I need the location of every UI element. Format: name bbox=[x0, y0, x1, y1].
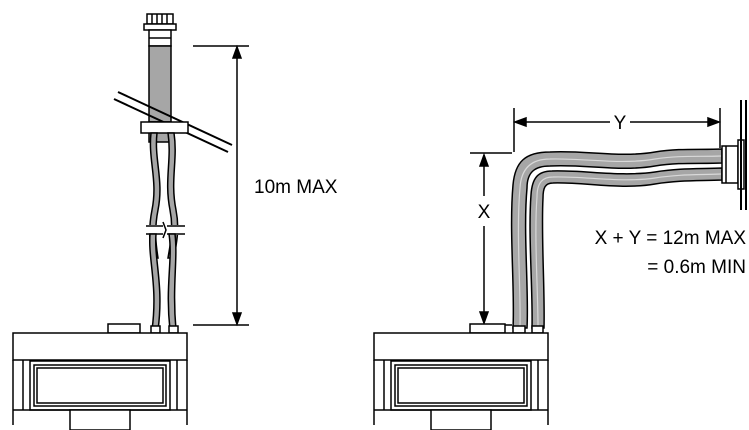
flexible-hoses-left bbox=[144, 132, 186, 331]
vertical-dimension-10m bbox=[193, 44, 249, 327]
right-installation bbox=[373, 100, 747, 430]
left-installation bbox=[12, 13, 249, 430]
formula-line-1: X + Y = 12m MAX bbox=[595, 228, 747, 249]
hose-connector-left-b bbox=[168, 325, 179, 334]
hose-connector-left-a bbox=[150, 325, 161, 334]
vertical-dimension-x bbox=[470, 152, 512, 326]
label-x: X bbox=[478, 202, 491, 223]
vertical-terminal-cap bbox=[143, 13, 177, 47]
label-10m-max: 10m MAX bbox=[254, 177, 338, 198]
roof-collar bbox=[140, 121, 189, 134]
hose-connector-right-b bbox=[531, 325, 544, 334]
horizontal-dimension-y bbox=[512, 108, 722, 152]
label-y: Y bbox=[614, 113, 627, 134]
appliance-left bbox=[12, 323, 188, 430]
appliance-right bbox=[373, 323, 549, 430]
formula-line-2: = 0.6m MIN bbox=[647, 257, 746, 278]
hose-connector-right-a bbox=[512, 325, 526, 334]
wall-terminal bbox=[721, 100, 747, 210]
